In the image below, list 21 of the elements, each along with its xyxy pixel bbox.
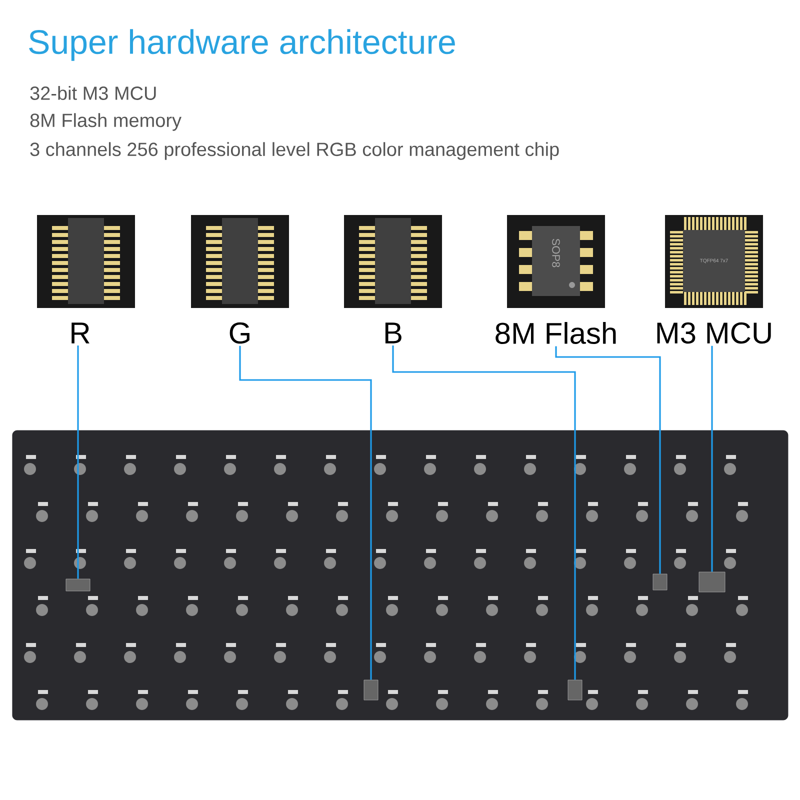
chip-label: 8M Flash (496, 322, 616, 344)
leader-line (711, 346, 713, 572)
ic-chip (364, 680, 378, 700)
chip-label: B (385, 322, 402, 344)
feature-line: 8M Flash memory (30, 113, 182, 131)
leader-line (392, 346, 576, 680)
ic-chip (66, 578, 90, 592)
ic-chip (698, 572, 726, 592)
chip-label: G (230, 322, 250, 344)
feature-line: 32-bit M3 MCU (30, 86, 156, 100)
chip-label: M3 MCU (657, 322, 771, 344)
leader-line (239, 346, 372, 680)
ic-chip (652, 574, 668, 590)
feature-line: 3 channels 256 professional level RGB color management chip (30, 142, 559, 160)
chip-drawing: SOP8 (507, 215, 605, 308)
leader-line (555, 346, 661, 574)
ic-chip (568, 680, 582, 700)
chip-label: R (72, 322, 90, 344)
leader-line (77, 346, 79, 579)
title: Super hardware architecture (29, 29, 455, 61)
circuit-board-drawing (12, 430, 788, 720)
